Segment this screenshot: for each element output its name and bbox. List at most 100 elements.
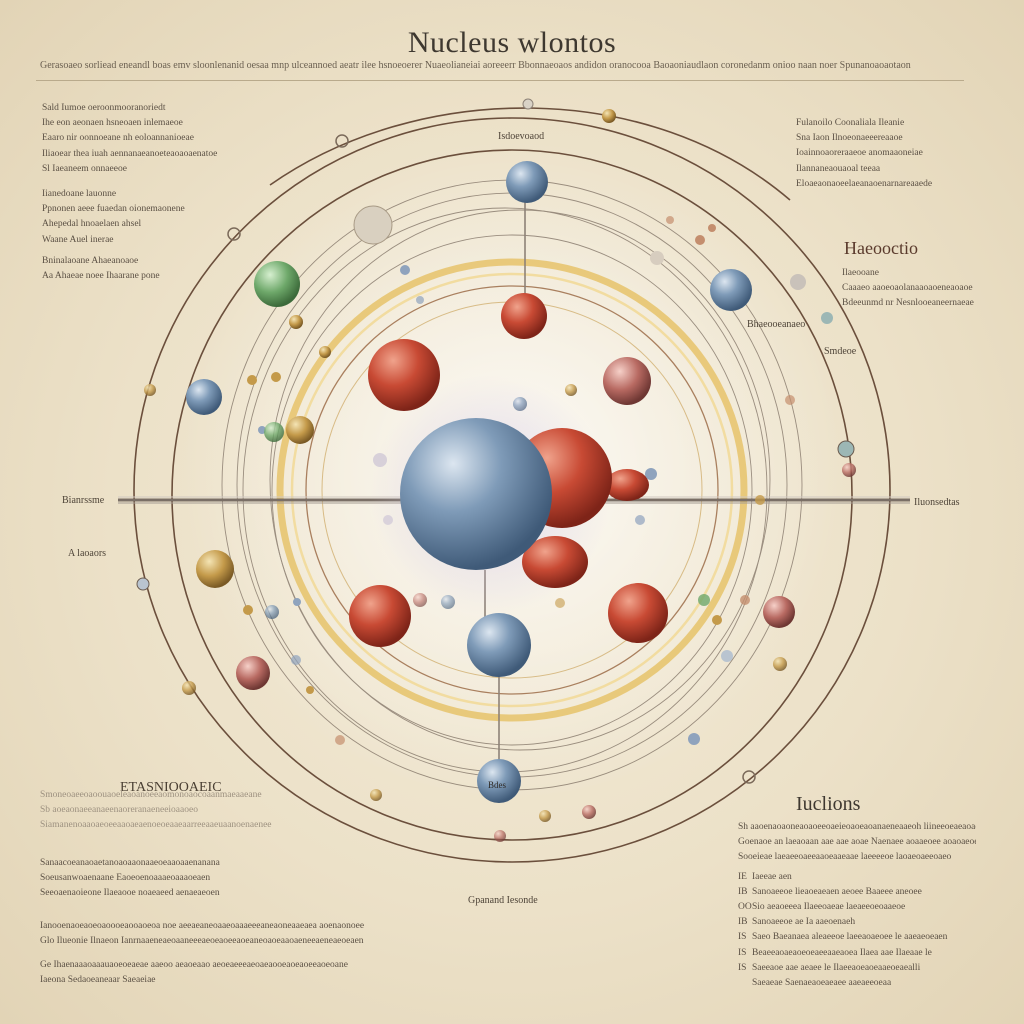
protons-note-line: Iaeona Sedaoeaneaar Saeaeiae [40,974,156,985]
right-note-line: Ilannaneaouaoal teeaa [796,163,881,174]
orbit-second [171,149,853,841]
protons-heading: ETASNIOOAEIC [120,780,222,795]
hydrogen-note-line: Bdeeunmd nr Nesnlooeaneernaeae [842,298,974,309]
center-bottom-label: Gpanand Iesonde [468,895,538,906]
nuclei-item-number: IB [738,886,748,897]
particle-green [254,261,300,307]
nucleus-proton-side [605,469,649,501]
inner-ring-brown [305,285,719,695]
nuclei-list-item: IB Sanoaeeoe lieaoeaeaen aeoee Baaeee ane… [738,885,976,900]
particle-pink [236,656,270,690]
nuclei-list-item: IB Sanoaeeoe ae Ia aaeoenaeh [738,915,976,930]
protons-note-line: Ianooenaoeaoeoaoooeaooaoeoa noe aeeaeane… [40,921,365,932]
nuclei-item-number: IS [738,962,747,973]
nuclei-list-item: IE Iaeeae aen [738,870,976,885]
nuclei-list-item: OOSio aeaoeeea Ilaeeoaeae laeaeeoeoaaeoe [738,900,976,915]
protons-note-line: Sb aoeaonaeeanaeenaoreranaeneeioaaoeo [40,805,198,816]
electron-bottom [477,759,521,803]
right-mid-label: Bhaeooeanaeo [747,319,806,330]
nuclei-intro-line: Sh aaoenaoaoneaoaoeeoaeieoaoeaoanaeneaae… [738,822,976,832]
outer-orbits [133,107,891,863]
nucleus-proton-low [522,536,588,588]
neutron-bottom [467,613,531,677]
nuclei-item-text: Sanoaeeoe ae Ia aaeoenaeh [752,917,856,928]
nuclei-item-number: IE [738,871,747,882]
orbit-arc-top [269,107,791,201]
nuclei-item-number: IS [738,947,747,958]
nuclei-item-number: OO [738,901,752,912]
nuclei-notes: Sh aaoenaoaoneaoaoeeoaeieoaoeaoanaeneaae… [738,820,976,991]
nuclei-heading: Iuclions [796,793,861,815]
left-note-line: Iianedoane lauonne [42,188,117,199]
particle-gold [196,550,234,588]
nucleus [400,418,649,588]
particle-pink-right [763,596,795,628]
nuclei-intro-line: Sooeieae laeaeeoaeeaaoeaaeaae laeeeeoe l… [738,852,952,863]
nuclei-item-text: Sio aeaoeeea Ilaeeoaeae laeaeeoeoaaeoe [752,901,906,912]
left-note-line: Eaaro nir oonnoeane nh eoloannanioeae [42,133,194,144]
left-note-line: Ahepedal hnoaelaen ahsel [42,219,142,230]
proton-upper-right [603,357,651,405]
hydrogen-note-line: Ilaeooane [842,268,879,278]
proton-lower-left [349,585,411,647]
nucleus-neutron-main [400,418,552,570]
left-small-label: A laoaors [68,548,107,559]
electron-left [186,379,222,415]
protons-note-line: Seeoaenaoieone Ilaeaooe noaeaeed aenaeae… [40,887,220,898]
inner-ring-light [290,272,734,708]
nuclei-item-text: Saeaeae Saenaeaoeaeaee aaeaeeoeaa [752,977,892,988]
nuclei-item-number: IB [738,917,748,928]
nuclei-list-item: IS Saeo Baeanaea aleaeeoe laeeaoaeoee le … [738,930,976,945]
left-note-line: Sl Iaeaneem onnaeeoe [42,163,127,174]
hydrogen-heading: Haeooctio [844,238,918,258]
electron-top [506,161,548,203]
right-note-line: Fulanoilo Coonaliala Ileanie [796,118,905,128]
hydrogen-notes: Ilaeooane Caaaeo aaoeoaolanaaoaoeneaoaoe… [842,266,982,312]
protons-note-line: Ge Ihaenaaaoaaauaoeoeaeae aaeoo aeaoeaao… [40,959,348,970]
protons-note-line: Glo Ilueonie Ilnaeon Ianrnaaeneaeoaaneee… [40,936,364,947]
electron-label: Bdes [488,780,506,790]
top-center-label: Isdoevoaod [498,131,545,142]
proton-top [501,293,547,339]
nuclei-list-item: IS Saeeaoe aae aeaee le Ilaeeaoeaoeaaeoea… [738,961,976,976]
nuclei-intro-line: Goenaoe an laeaoaan aae aae aoae Naenaee… [738,837,976,848]
inner-ring-gold [276,258,748,722]
nuclei-list-item: IS Beaeeaoaeaoeoeaeeaaeaoea Ilaea aae Ila… [738,946,976,961]
nuclei-item-text: Saeeaoe aae aeaee le Ilaeeaoeaoeaaeoeaea… [752,962,921,973]
left-note-line: Aa Ahaeae noee Ihaarane pone [42,270,160,281]
particle-beige [353,205,393,245]
header-subtitle: Gerasoaeo sorliead eneandl boas emv sloo… [40,60,911,71]
left-note-line: Bninalaoane Ahaeanoaoe [42,255,139,266]
particles [186,161,795,803]
electron-right [710,269,752,311]
nuclei-item-number: IS [738,932,747,943]
proton-upper-left [368,339,440,411]
right-note-line: Ioainnoaoreraaeoe anomaaoneiae [796,148,923,159]
hydrogen-note-line: Caaaeo aaoeoaolanaaoaoeneaoaoe [842,283,973,294]
right-axis-label: Iluonsedtas [914,497,960,508]
particle-gold-small [286,416,314,444]
nuclei-item-text: Sanoaeeoe lieaoeaeaen aeoee Baaeee aneoe… [752,886,922,897]
left-note-line: Ihe eon aeonaen hsneoaen inlemaeoe [42,118,183,129]
inner-rings [276,258,748,722]
protons-note-line: Soeusanwoaenaane Eaoeoenoaaaeoaaaoeaen [40,872,211,883]
left-note-line: Sald Iumoe oeroonmooranoriedt [42,103,166,113]
nuclei-item-text: Iaeeae aen [752,871,792,882]
protons-note-line: Smoneoaeeoaoouaoeleaoanoeeaomonoaocoaanm… [40,790,262,800]
protons-note-line: Sanaacoeanaoaetanoaoaaonaaeoeaaoaaenanan… [40,857,220,868]
left-note-line: Ppnonen aeee fuaedan oionemaonene [42,204,185,215]
left-note-line: Waane Auel inerae [42,234,114,245]
page-title: Nucleus wlontos [407,26,617,59]
orbit-outer [133,117,891,863]
protons-note-line: Siamanenoaaoaeoeeaaoaeaenoeoeaaeaarreeaa… [40,820,272,831]
nuclei-list-item: Saeaeae Saenaeaoeaeaee aaeaeeoeaa [738,976,976,991]
proton-lower-right [608,583,668,643]
nuclei-item-text: Beaeeaoaeaoeoeaeeaaeaoea Ilaea aae Ilaea… [752,947,932,958]
right-note-line: Sna Iaon Ilnoeonaeeereaaoe [796,133,903,144]
nuclei-item-text: Saeo Baeanaea aleaeeoe laeeaoaeoee le aa… [752,932,948,943]
header-divider [36,80,964,81]
left-axis-label: Bianrssme [62,495,105,506]
left-notes: Sald Iumoe oeroonmooranoriedt Ihe eon ae… [42,101,242,284]
protons-notes: Smoneoaeeoaoouaoeleaoanoeeaomonoaocoaanm… [40,788,440,988]
right-note-line: Eloaeaonaoeelaeanaoenarnareaaede [796,178,933,189]
